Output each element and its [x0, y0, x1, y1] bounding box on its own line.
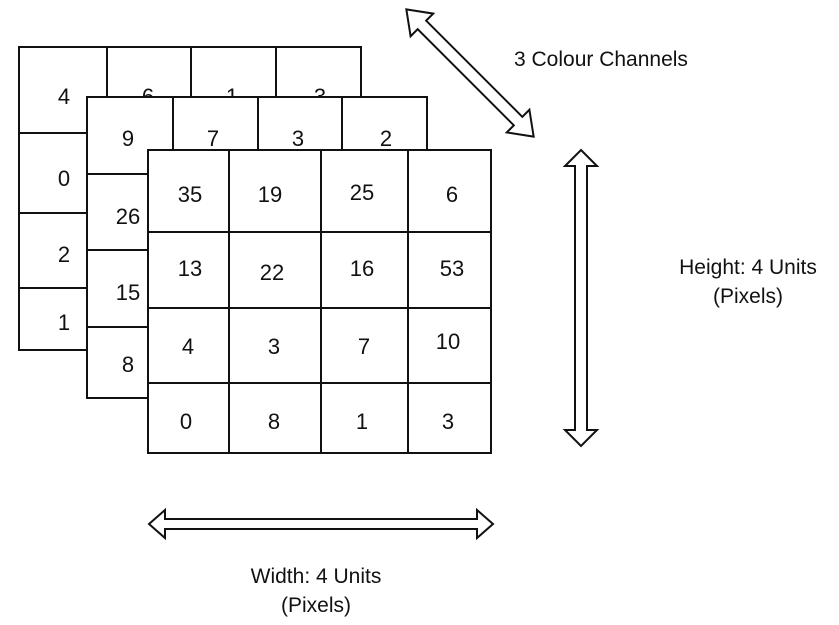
front-cell-r3c3: 3 — [441, 409, 455, 434]
front-cell-r1c1: 22 — [259, 260, 285, 285]
front-cell-r2c3: 10 — [435, 329, 461, 354]
middle-cell-r0c0: 9 — [121, 126, 135, 151]
middle-cell-r3c0: 8 — [121, 352, 135, 377]
front-cell-r2c2: 7 — [357, 334, 371, 359]
front-cell-r3c0: 0 — [179, 409, 193, 434]
front-cell-r1c0: 13 — [177, 256, 203, 281]
channels-label: 3 Colour Channels — [514, 48, 688, 71]
back-cell-r2c0: 2 — [57, 242, 71, 267]
middle-cell-r0c3: 2 — [379, 126, 393, 151]
height-double-arrow — [562, 148, 600, 448]
back-cell-r1c0: 0 — [57, 166, 71, 191]
front-cell-r2c0: 4 — [181, 334, 195, 359]
height-label-line1: Height: 4 Units — [679, 256, 817, 279]
front-cell-r0c3: 6 — [445, 182, 459, 207]
height-label-line2: (Pixels) — [712, 285, 783, 308]
width-label-line2: (Pixels) — [280, 594, 351, 617]
front-cell-r0c2: 25 — [349, 180, 375, 205]
middle-cell-r0c2: 3 — [291, 126, 305, 151]
middle-cell-r2c0: 15 — [115, 280, 141, 305]
front-cell-r3c1: 8 — [267, 409, 281, 434]
front-cell-r0c1: 19 — [257, 182, 283, 207]
middle-cell-r0c1: 7 — [206, 126, 220, 151]
front-cell-r2c1: 3 — [267, 334, 281, 359]
channel-layer-front: 35 19 25 6 13 22 16 53 4 3 7 10 0 8 1 3 — [147, 149, 492, 454]
channels-double-arrow — [405, 8, 535, 138]
height-caption: Height: 4 Units (Pixels) — [668, 253, 828, 311]
back-cell-r0c0: 4 — [57, 84, 71, 109]
middle-cell-r1c0: 26 — [115, 204, 141, 229]
front-cell-r3c2: 1 — [355, 409, 369, 434]
front-cell-r1c3: 53 — [439, 256, 465, 281]
channels-caption: 3 Colour Channels — [514, 45, 688, 74]
back-cell-r3c0: 1 — [57, 310, 71, 335]
width-label-line1: Width: 4 Units — [250, 565, 382, 588]
width-double-arrow — [147, 507, 495, 541]
front-cell-r1c2: 16 — [349, 256, 375, 281]
front-cell-r0c0: 35 — [177, 182, 203, 207]
width-caption: Width: 4 Units (Pixels) — [236, 562, 396, 620]
